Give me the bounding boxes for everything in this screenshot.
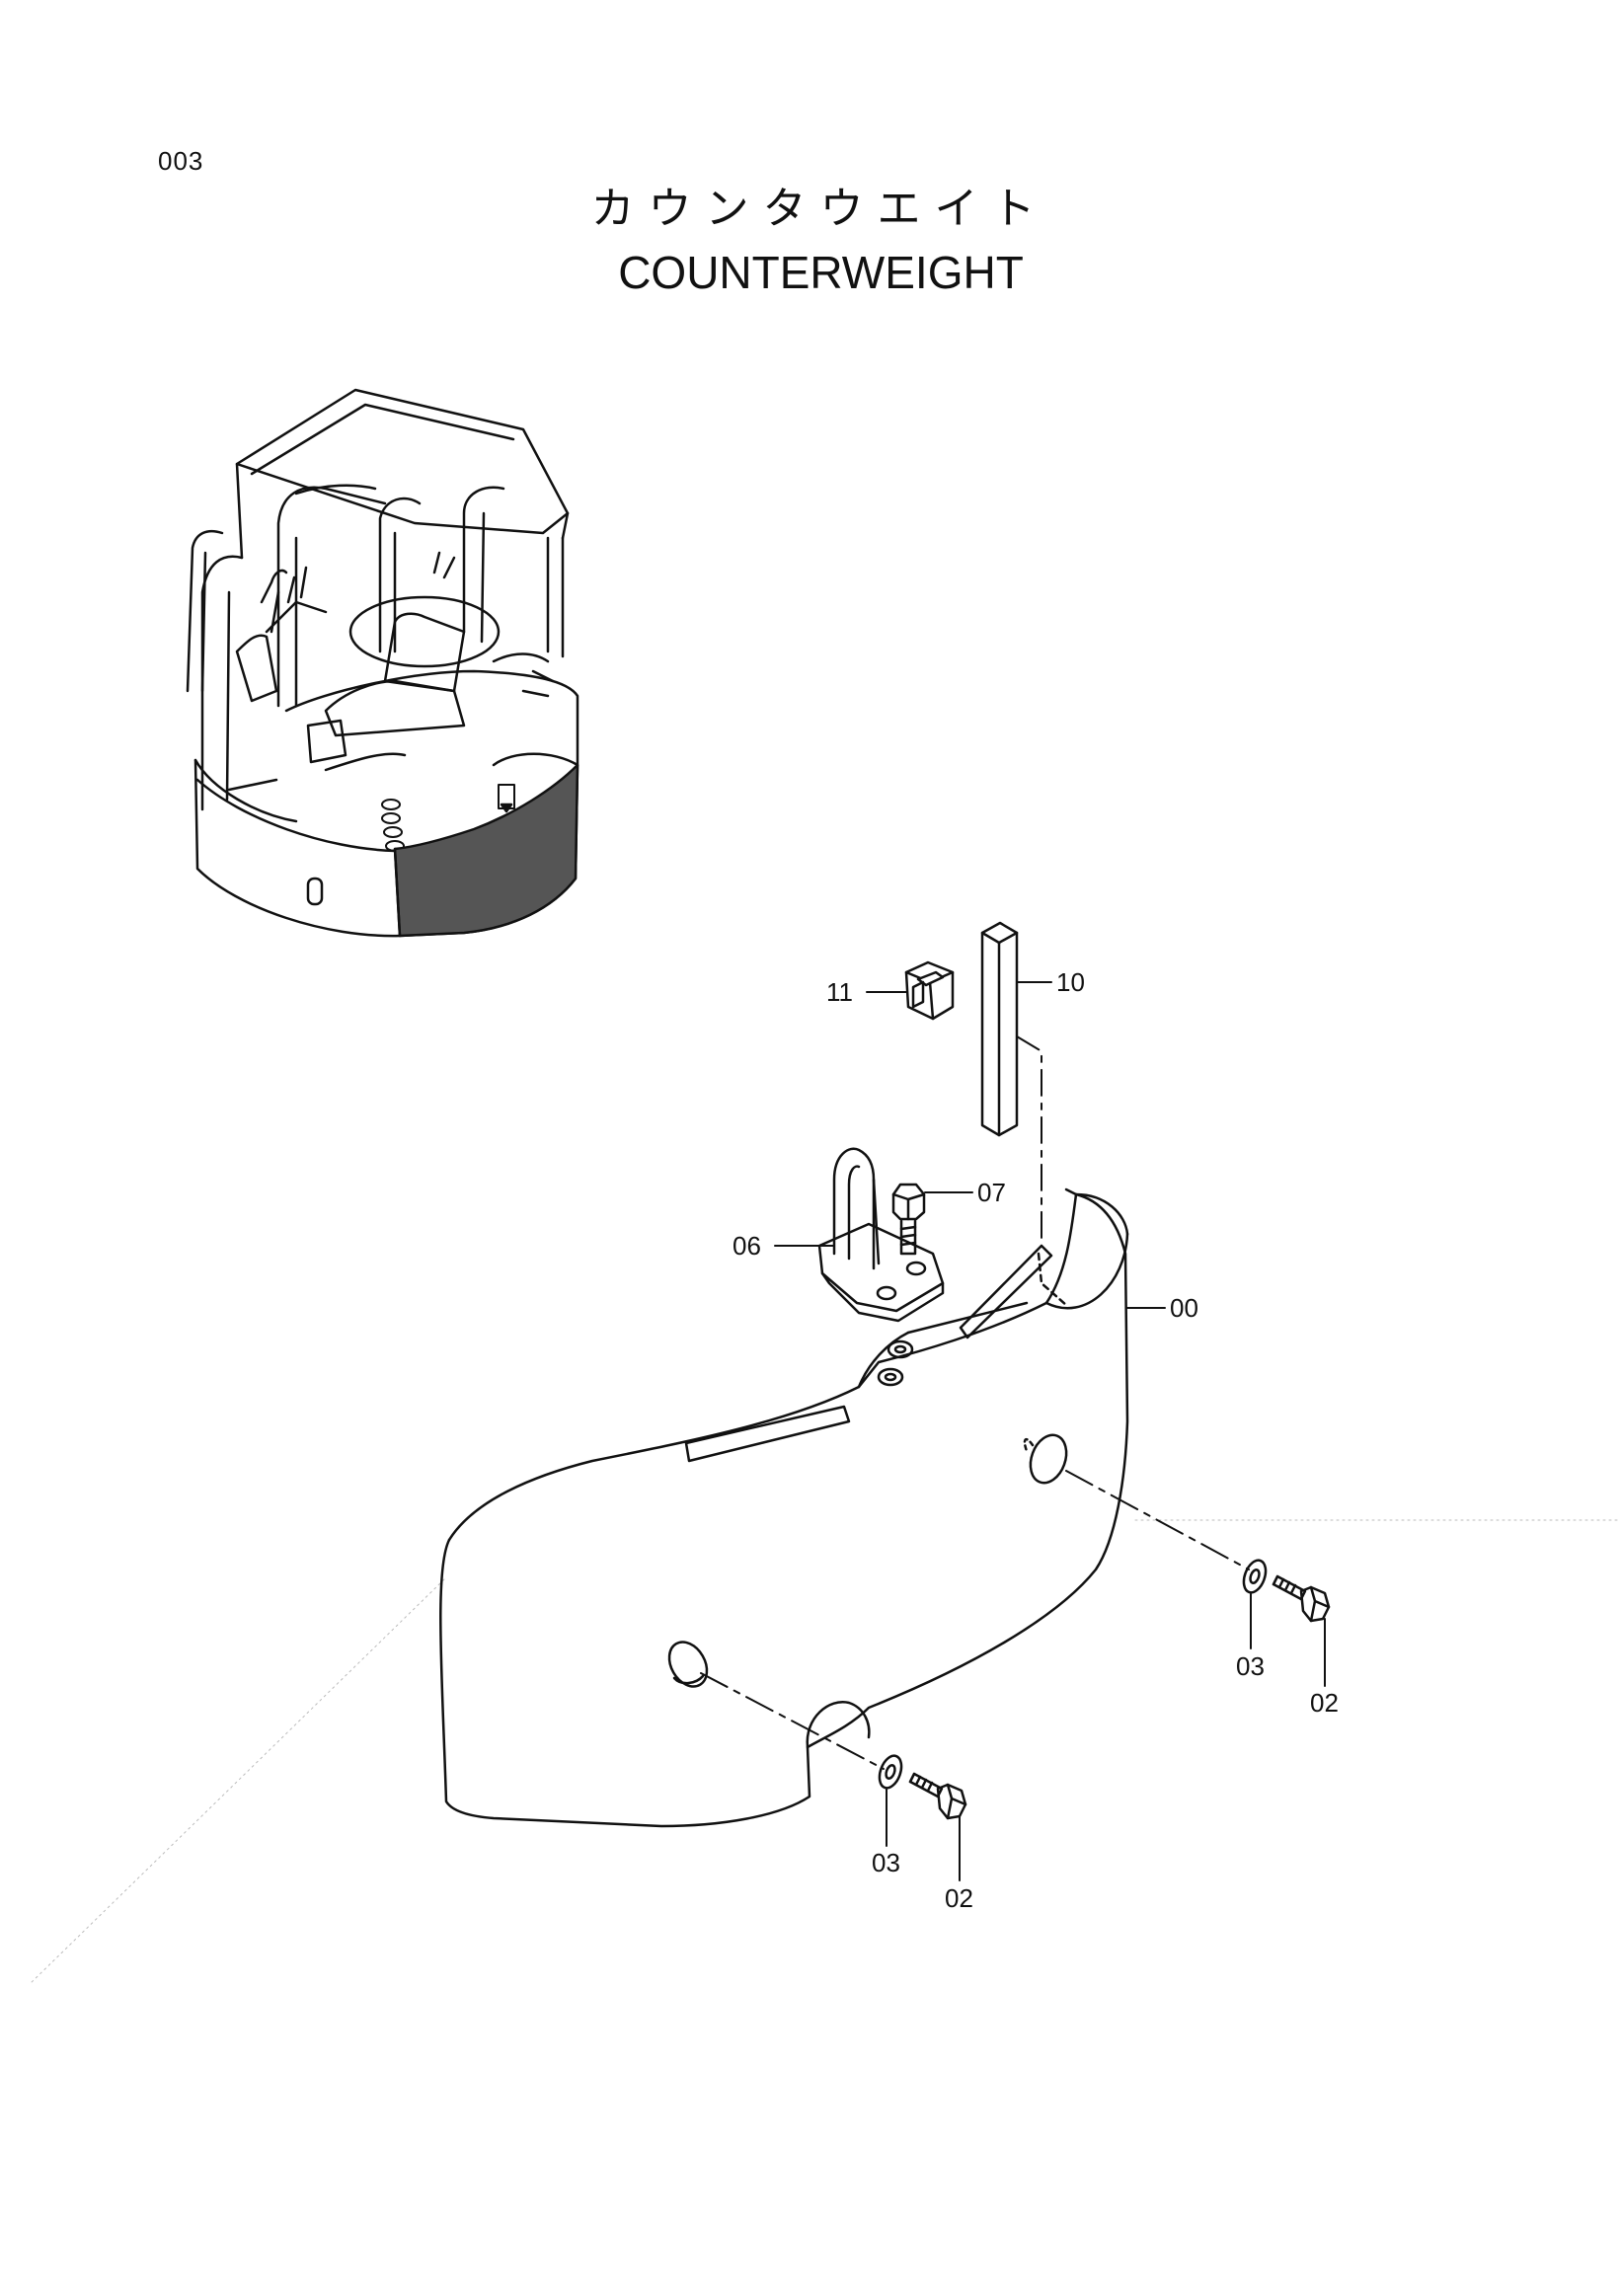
callout-07: 07 [977, 1178, 1006, 1207]
bracket-bolt-part [891, 1183, 926, 1256]
counterweight-body [439, 1187, 1129, 1828]
callout-10: 10 [1056, 967, 1085, 997]
title-japanese: カウンタウエイト [590, 184, 1049, 234]
callout-06: 06 [733, 1231, 761, 1261]
callout-02-right: 02 [1310, 1688, 1339, 1718]
left-fasteners [700, 1672, 967, 1820]
callout-11: 11 [826, 977, 853, 1007]
counterweight-assembly [439, 1187, 1129, 1828]
callout-02-left: 02 [945, 1883, 973, 1913]
right-fasteners [1065, 1470, 1331, 1623]
leader-lines [774, 981, 1326, 1881]
scan-artifacts [29, 1519, 1620, 1985]
callout-03-right: 03 [1236, 1651, 1265, 1681]
callout-labels: 00 02 03 02 03 06 07 10 11 [733, 967, 1339, 1913]
page-number: 003 [158, 146, 204, 176]
title-english: COUNTERWEIGHT [618, 247, 1024, 298]
callout-00: 00 [1170, 1293, 1198, 1323]
bar-part [980, 921, 1042, 1247]
title-block: カウンタウエイト COUNTERWEIGHT [0, 173, 1620, 299]
bracket-part [817, 1147, 945, 1323]
callout-03-left: 03 [872, 1848, 900, 1877]
cushion-part [904, 960, 955, 1021]
excavator-overview [186, 388, 579, 938]
